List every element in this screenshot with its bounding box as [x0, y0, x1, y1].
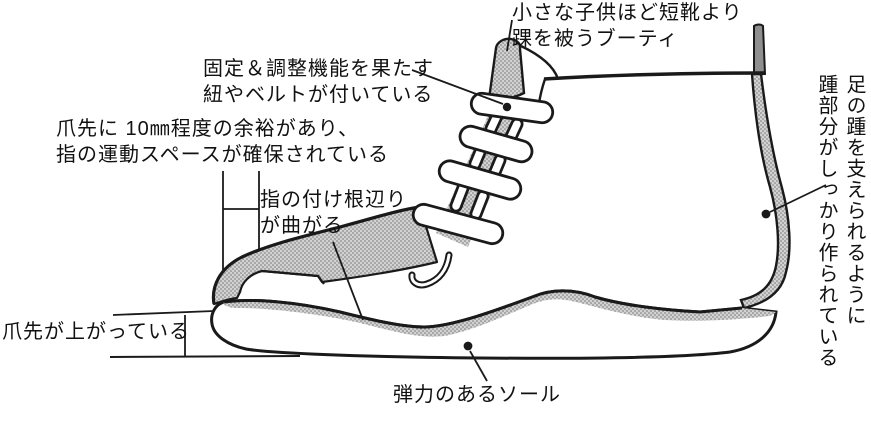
welt-line	[223, 289, 743, 329]
vamp-toe-cap	[211, 205, 439, 306]
leader-sole	[469, 350, 488, 382]
midsole-shading	[223, 290, 776, 337]
heel-dot	[761, 209, 771, 219]
lace-straps	[449, 109, 524, 221]
strap-stud-dot	[502, 102, 512, 112]
sole-dot	[463, 341, 473, 351]
toe-crease-line	[261, 269, 325, 285]
heel-back-tab	[753, 23, 767, 77]
label-heel-support: 足の踵を支えられるように 踵部分がしっかり作られている	[815, 74, 865, 368]
toe-spring-bracket	[112, 310, 215, 357]
label-toe-room: 爪先に 10㎜程度の余裕があり、 指の運動スペースが確保されている	[56, 118, 389, 166]
leader-lines	[332, 19, 827, 382]
boot-side-panel	[432, 73, 783, 317]
ground-line	[109, 355, 301, 358]
topline	[543, 71, 766, 81]
leader-ball-flex	[332, 241, 364, 321]
vamp-outer-edge	[211, 205, 421, 305]
loose-lace-end	[408, 251, 453, 289]
label-toe-spring: 爪先が上がっている	[2, 321, 190, 343]
leader-bootie	[506, 19, 513, 52]
label-lacing: 固定＆調整機能を果たす 紐やベルトが付いている	[203, 58, 434, 106]
leader-lacing	[411, 69, 504, 105]
label-ball-flex: 指の付け根辺り が曲がる	[260, 189, 407, 237]
leader-heel	[769, 184, 827, 213]
label-bootie: 小さな子供ほど短靴より 踝を被うブーティ	[512, 2, 743, 50]
toe-room-bracket	[222, 171, 260, 288]
label-sole: 弾力のあるソール	[393, 384, 561, 406]
